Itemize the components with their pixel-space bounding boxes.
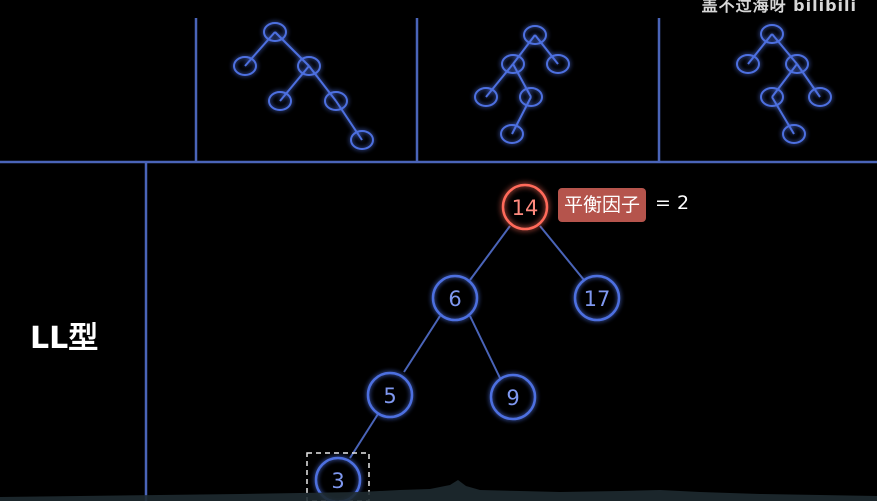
node-17: 17 xyxy=(573,274,621,322)
thumb-tree-2 xyxy=(474,25,570,144)
audio-waveform xyxy=(0,480,877,501)
watermark: 盖不过海呀 bilibili xyxy=(701,0,857,15)
section-label: LL型 xyxy=(30,321,99,356)
node-14-label: 14 xyxy=(512,196,539,220)
main-tree-edges xyxy=(349,225,585,459)
edge-6-9 xyxy=(469,315,501,379)
node-5-label: 5 xyxy=(383,384,396,408)
node-14: 14 xyxy=(501,183,549,231)
balance-factor-badge: 平衡因子 xyxy=(558,188,647,222)
node-17-label: 17 xyxy=(584,287,611,311)
node-5: 5 xyxy=(366,371,414,419)
node-9: 9 xyxy=(489,373,537,421)
highlight-box xyxy=(306,452,370,501)
edge-14-17 xyxy=(539,225,585,281)
edge-14-6 xyxy=(469,225,511,281)
frame-lines xyxy=(0,18,877,501)
node-6: 6 xyxy=(431,274,479,322)
thumb-tree-1 xyxy=(233,22,374,150)
edge-6-5 xyxy=(403,315,441,373)
balance-factor-value: = 2 xyxy=(655,192,690,214)
edge-5-3 xyxy=(349,413,379,459)
node-3-label: 3 xyxy=(331,469,344,493)
thumb-tree-3 xyxy=(736,24,832,144)
node-6-label: 6 xyxy=(448,287,461,311)
node-3: 3 xyxy=(306,452,370,501)
node-9-label: 9 xyxy=(506,386,519,410)
